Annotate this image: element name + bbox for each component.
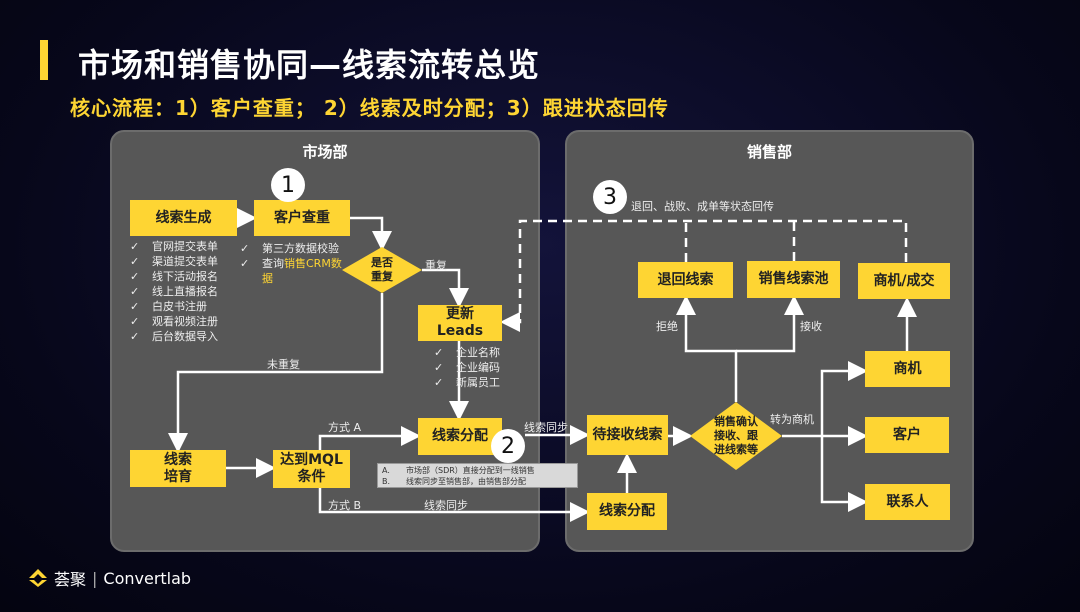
duplicate-label: 重复 (425, 259, 447, 272)
note-b: B.线索同步至销售部，由销售部分配 (382, 477, 526, 486)
contact-box: 联系人 (865, 484, 950, 520)
accept-label: 接收 (800, 320, 822, 333)
arrow-method-b (318, 488, 590, 522)
note-a: A.市场部（SDR）直接分配到一线销售 (382, 466, 535, 475)
sales-panel-title: 销售部 (746, 143, 792, 161)
arrow-dedup-to-decision (350, 216, 392, 251)
customer-box: 客户 (865, 417, 949, 453)
list-item: ✓观看视频注册 (130, 315, 218, 328)
page-title: 市场和销售协同—线索流转总览 (78, 46, 541, 84)
convert-label: 转为商机 (770, 413, 814, 426)
list-item: ✓渠道提交表单 (130, 255, 218, 268)
list-item: ✓白皮书注册 (130, 300, 207, 313)
logo-icon (29, 569, 47, 587)
not-duplicate-label: 未重复 (267, 358, 300, 371)
update-fields-list: ✓企业名称 ✓企业编码 ✓新属员工 (434, 345, 500, 390)
arrow-contact (820, 436, 868, 512)
update-leads-box: 更新Leads (418, 305, 502, 341)
returned-leads-box: 退回线索 (638, 262, 733, 298)
arrow-notdup-to-nurture (168, 293, 384, 453)
sync-label-a: 线索同步 (524, 421, 568, 434)
arrow-opportunity (820, 361, 868, 436)
brand-logo: 荟聚 | Convertlab (28, 566, 191, 590)
page-subtitle: 核心流程：1）客户查重； 2）线索及时分配；3）跟进状态回传 (70, 96, 669, 120)
logo-en: Convertlab (103, 568, 192, 588)
feedback-dashed-line (500, 219, 908, 332)
arrow-accept (736, 295, 804, 353)
mql-box: 达到MQL条件 (273, 450, 350, 488)
sales-assign-box: 线索分配 (587, 493, 667, 530)
step-3-badge: 3 (593, 180, 627, 214)
duplicate-decision: 是否重复 (342, 247, 422, 293)
method-b-label: 方式 B (328, 499, 362, 512)
sales-confirm-decision: 销售确认接收、跟进线索等 (690, 402, 782, 470)
opportunity-box: 商机 (865, 351, 950, 387)
list-item: ✓企业编码 (434, 361, 500, 374)
arrow-dup-to-update (422, 268, 469, 308)
sync-label-b: 线索同步 (424, 499, 468, 512)
sales-lead-pool-box: 销售线索池 (747, 261, 840, 298)
list-item: ✓后台数据导入 (130, 330, 218, 343)
list-item: ✓查询销售CRM数据 (240, 257, 342, 285)
list-item: ✓企业名称 (434, 346, 500, 359)
list-item: ✓线下活动报名 (130, 270, 218, 283)
marketing-panel-title: 市场部 (302, 143, 348, 161)
pending-leads-box: 待接收线索 (587, 415, 668, 455)
arrow-reject (676, 295, 738, 402)
marketing-assign-box: 线索分配 (418, 418, 502, 455)
deal-box: 商机/成交 (858, 263, 950, 299)
list-item: ✓第三方数据校验 (240, 242, 339, 255)
dedup-box: 客户查重 (254, 200, 350, 236)
method-a-label: 方式 A (328, 421, 362, 434)
title-accent-bar (40, 40, 48, 80)
dedup-checks-list: ✓第三方数据校验 ✓查询销售CRM数据 (240, 241, 350, 286)
step-1-badge: 1 (271, 168, 305, 202)
reject-label: 拒绝 (656, 320, 678, 333)
lead-generation-box: 线索生成 (130, 200, 237, 236)
arrow-method-a (318, 426, 421, 450)
list-item: ✓官网提交表单 (130, 240, 218, 253)
list-item: ✓新属员工 (434, 376, 500, 389)
step-2-badge: 2 (491, 429, 525, 463)
assign-method-notes: A.市场部（SDR）直接分配到一线销售 B.线索同步至销售部，由销售部分配 (377, 463, 578, 488)
feedback-label: 退回、战败、成单等状态回传 (631, 200, 774, 213)
logo-cn: 荟聚 (54, 570, 87, 589)
lead-sources-list: ✓官网提交表单 ✓渠道提交表单 ✓线下活动报名 ✓线上直播报名 ✓白皮书注册 ✓… (130, 239, 218, 344)
list-item: ✓线上直播报名 (130, 285, 218, 298)
nurture-box: 线索培育 (130, 450, 226, 487)
